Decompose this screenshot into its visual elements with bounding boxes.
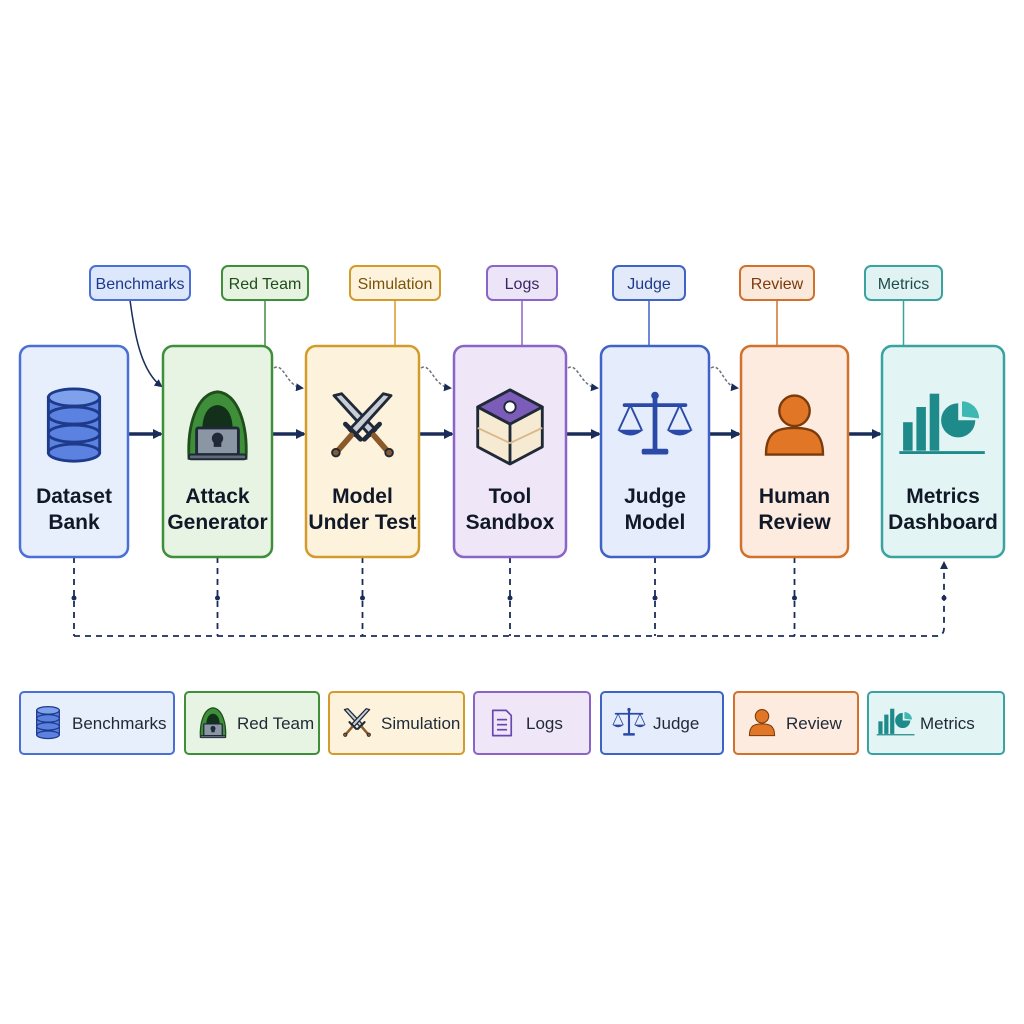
node-title-line1: Attack	[185, 485, 250, 508]
node-title-line2: Review	[758, 511, 831, 534]
tag-red-team: Red Team	[221, 265, 309, 301]
document-icon	[491, 709, 513, 737]
node-title-line1: Human	[759, 485, 830, 508]
node-title-line1: Tool	[489, 485, 532, 508]
dashed-dot	[792, 595, 797, 601]
tag-simulation: Simulation	[349, 265, 441, 301]
legend-box	[600, 691, 724, 755]
tag-label: Review	[751, 276, 804, 293]
crossed-swords-icon	[343, 708, 371, 737]
legend-label: Red Team	[237, 714, 314, 733]
dashed-dot	[360, 595, 365, 601]
connectors-layer	[71, 299, 948, 637]
legend-box	[328, 691, 465, 755]
node-title-line2: Dashboard	[888, 511, 998, 534]
dashed-dot	[652, 595, 658, 601]
hacker-icon	[187, 390, 248, 461]
legend-box	[473, 691, 591, 755]
legend-item-logs: Logs	[473, 691, 591, 755]
database-icon	[36, 705, 60, 740]
node-title-line1: Dataset	[36, 485, 112, 508]
tag-review: Review	[739, 265, 815, 301]
tag-benchmarks: Benchmarks	[89, 265, 191, 301]
legend-label: Benchmarks	[72, 714, 166, 733]
dashed-return-path	[74, 561, 948, 637]
feedback-arrow	[420, 366, 452, 392]
legend-item-benchmarks: Benchmarks	[19, 691, 175, 755]
node-title-line2: Sandbox	[466, 511, 555, 534]
tag-box	[739, 265, 815, 301]
tag-label: Red Team	[229, 276, 302, 293]
node-title-line1: Metrics	[906, 485, 980, 508]
legend-label: Judge	[653, 714, 699, 733]
tags-layer: Benchmarks Red Team Simulation Logs Judge Rev…	[89, 265, 943, 301]
dashed-dot	[941, 595, 947, 601]
tag-box	[486, 265, 558, 301]
node-title-line2: Model	[625, 511, 686, 534]
node-box	[304, 344, 421, 559]
legend-item-metrics: Metrics	[867, 691, 1005, 755]
legend-item-red-team: Red Team	[184, 691, 320, 755]
node-title-line2: Bank	[48, 511, 100, 534]
legend-layer: Benchmarks Red Team Simulation Logs Judge Rev…	[19, 691, 1005, 755]
feedback-arrow	[273, 366, 304, 392]
sandbox-cube-icon	[476, 388, 544, 466]
tag-label: Metrics	[878, 276, 930, 293]
legend-item-judge: Judge	[600, 691, 724, 755]
tag-connector	[129, 299, 163, 388]
chart-icon	[876, 708, 915, 736]
legend-label: Logs	[526, 714, 563, 733]
scales-icon	[617, 391, 693, 455]
tag-label: Benchmarks	[96, 276, 185, 293]
dashed-dot	[215, 595, 220, 601]
scales-icon	[612, 707, 646, 736]
feedback-arrow	[567, 366, 599, 392]
person-icon	[764, 394, 825, 456]
tag-label: Judge	[627, 276, 671, 293]
feedback-arrow	[710, 366, 739, 392]
legend-box	[733, 691, 859, 755]
tag-box	[349, 265, 441, 301]
dashed-dot	[71, 595, 77, 601]
node-title-line2: Under Test	[308, 511, 416, 534]
legend-item-review: Review	[733, 691, 859, 755]
legend-box	[867, 691, 1005, 755]
tag-judge: Judge	[612, 265, 686, 301]
tag-box	[864, 265, 943, 301]
tag-box	[221, 265, 309, 301]
legend-label: Review	[786, 714, 842, 733]
tag-logs: Logs	[486, 265, 558, 301]
node-title-line2: Generator	[167, 511, 267, 534]
dashed-dot	[507, 595, 513, 601]
legend-box	[184, 691, 320, 755]
chart-icon	[899, 393, 985, 455]
hacker-icon	[199, 707, 227, 739]
tag-label: Simulation	[358, 276, 433, 293]
database-icon	[46, 387, 102, 463]
tag-box	[612, 265, 686, 301]
node-title-line1: Judge	[624, 485, 686, 508]
legend-box	[19, 691, 175, 755]
tag-box	[89, 265, 191, 301]
legend-item-simulation: Simulation	[328, 691, 465, 755]
legend-label: Simulation	[381, 714, 460, 733]
person-icon	[748, 709, 776, 737]
node-title-line1: Model	[332, 485, 393, 508]
tag-label: Logs	[505, 276, 540, 293]
crossed-swords-icon	[331, 392, 394, 458]
tag-metrics: Metrics	[864, 265, 943, 301]
legend-label: Metrics	[920, 714, 975, 733]
